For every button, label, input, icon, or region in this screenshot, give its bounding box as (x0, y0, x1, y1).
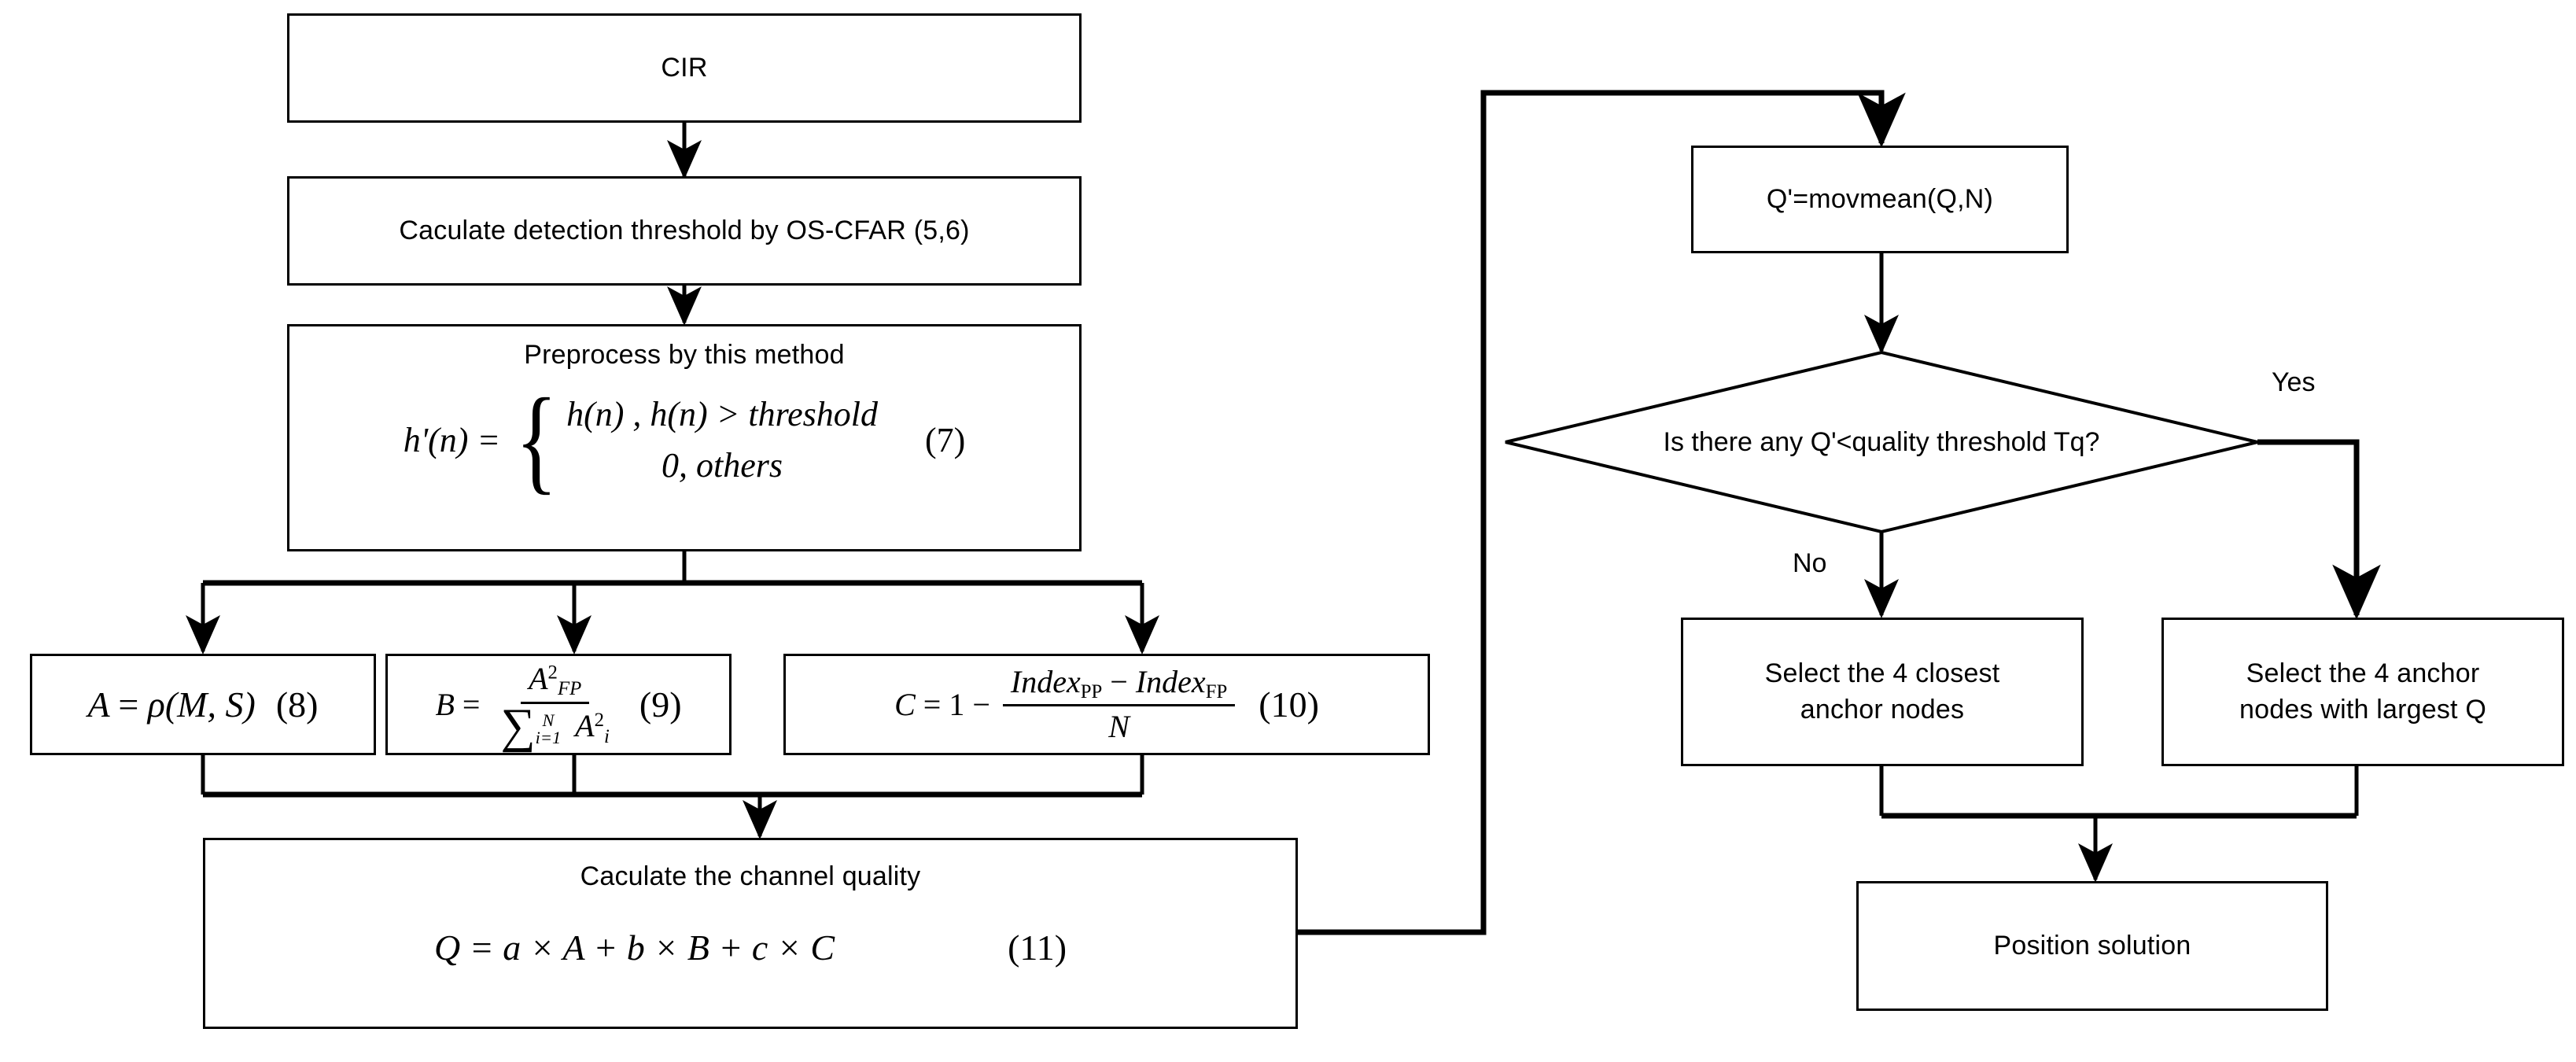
node-select-closest-anchors[interactable]: Select the 4 closest anchor nodes (1681, 618, 2084, 766)
node-preprocess-formula: h'(n) = { h(n) , h(n) > threshold 0, oth… (289, 374, 1079, 505)
node-select-largest-q-anchors[interactable]: Select the 4 anchor nodes with largest Q (2161, 618, 2564, 766)
node-channel-quality-title: Caculate the channel quality (580, 861, 921, 891)
formula-b-eq-number: (9) (639, 684, 682, 725)
node-select-largest-q-line2: nodes with largest Q (2239, 694, 2486, 725)
quality-eq-number: (11) (1008, 927, 1067, 968)
node-channel-quality[interactable]: Caculate the channel quality Q = a × A +… (203, 838, 1298, 1029)
edge-label-no: No (1793, 548, 1827, 578)
node-calculate-threshold[interactable]: Caculate detection threshold by OS-CFAR … (287, 176, 1082, 286)
node-movmean[interactable]: Q'=movmean(Q,N) (1691, 146, 2069, 253)
preprocess-case-2: 0, others (662, 446, 783, 485)
node-select-closest-line1: Select the 4 closest (1764, 658, 2000, 688)
node-movmean-label: Q'=movmean(Q,N) (1766, 183, 1994, 214)
preprocess-cases: h(n) , h(n) > threshold 0, others (566, 394, 878, 485)
node-cir-label: CIR (661, 52, 708, 83)
node-select-closest-line2: anchor nodes (1800, 694, 1965, 725)
node-position-solution[interactable]: Position solution (1856, 881, 2328, 1011)
node-preprocess[interactable]: Preprocess by this method h'(n) = { h(n)… (287, 324, 1082, 551)
node-formula-a[interactable]: A = ρ(M, S) (8) (30, 654, 376, 755)
edge-label-yes: Yes (2272, 367, 2316, 397)
formula-a-eq-number: (8) (275, 684, 319, 725)
quality-formula: Q = a × A + b × B + c × C (433, 927, 835, 968)
node-select-largest-q-line1: Select the 4 anchor (2246, 658, 2480, 688)
node-decision[interactable]: Is there any Q'<quality threshold Tq? (1505, 352, 2257, 532)
formula-a-expression: A = ρ(M, S) (87, 684, 256, 725)
formula-c-eq-number: (10) (1259, 684, 1319, 725)
node-decision-label: Is there any Q'<quality threshold Tq? (1663, 426, 2100, 457)
node-calculate-threshold-label: Caculate detection threshold by OS-CFAR … (399, 215, 970, 245)
preprocess-brace: { (515, 374, 558, 505)
formula-c-expression: C = 1 − IndexPP−IndexFP N (894, 664, 1240, 744)
preprocess-formula-lhs: h'(n) = (403, 420, 501, 459)
node-cir[interactable]: CIR (287, 13, 1082, 123)
preprocess-eq-number: (7) (925, 420, 966, 459)
preprocess-case-1: h(n) , h(n) > threshold (566, 395, 878, 434)
node-position-solution-label: Position solution (1993, 930, 2191, 961)
node-formula-c[interactable]: C = 1 − IndexPP−IndexFP N (10) (783, 654, 1430, 755)
edge-decision-yes (2257, 439, 2381, 620)
node-preprocess-title: Preprocess by this method (524, 340, 845, 370)
node-channel-quality-formula-row: Q = a × A + b × B + c × C (11) (205, 927, 1295, 968)
